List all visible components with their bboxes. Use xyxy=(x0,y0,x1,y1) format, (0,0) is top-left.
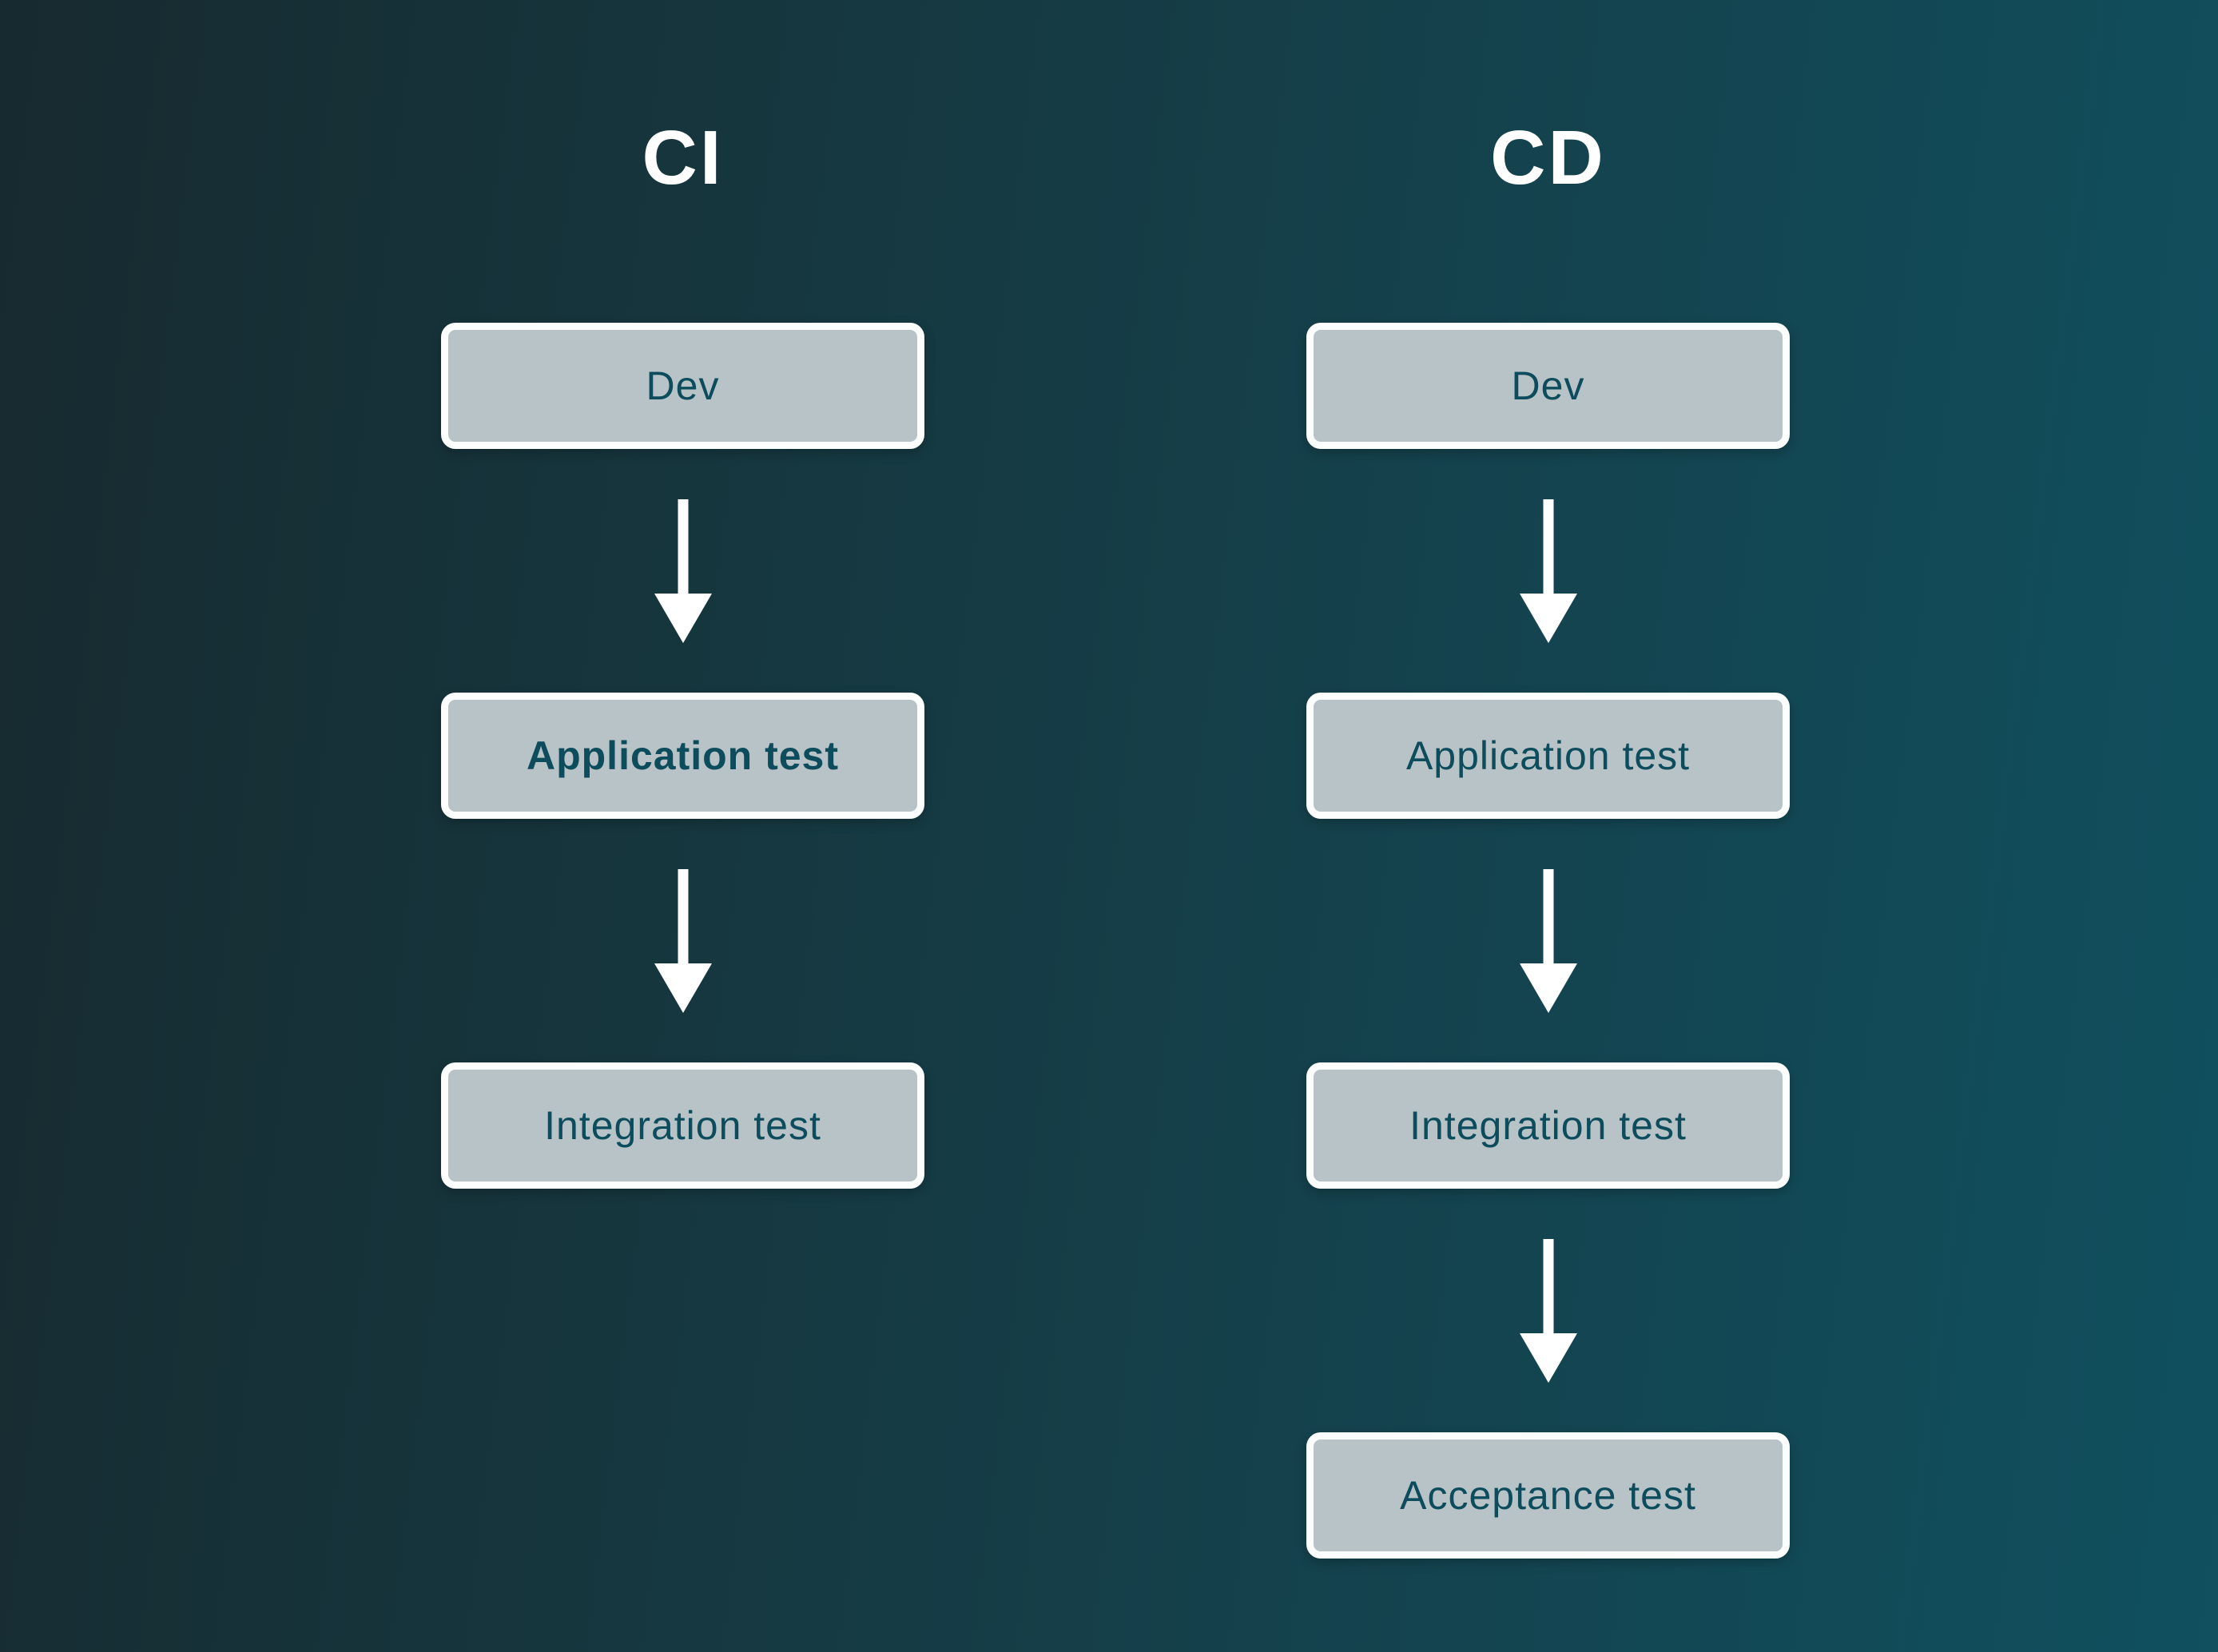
down-arrow-icon xyxy=(654,499,712,643)
arrow-head xyxy=(654,594,712,643)
ci-pipeline-column: CI Dev Application test Integration test xyxy=(441,120,924,1189)
arrow-stem xyxy=(1543,499,1553,597)
down-arrow-icon xyxy=(654,869,712,1013)
ci-column-title: CI xyxy=(642,115,724,201)
down-arrow-icon xyxy=(1519,499,1577,643)
cd-node-acceptance-test: Acceptance test xyxy=(1306,1432,1790,1559)
cd-node-application-test: Application test xyxy=(1306,693,1790,819)
ci-node-integration-test: Integration test xyxy=(441,1062,924,1189)
down-arrow-icon xyxy=(1519,869,1577,1013)
cd-node-dev: Dev xyxy=(1306,323,1790,449)
cd-column-title: CD xyxy=(1490,115,1606,201)
arrow-stem xyxy=(1543,1239,1553,1336)
arrow-stem xyxy=(678,869,688,967)
cd-pipeline-column: CD Dev Application test Integration test… xyxy=(1306,120,1790,1559)
cd-node-acceptance-test-label: Acceptance test xyxy=(1400,1473,1696,1518)
down-arrow-icon xyxy=(1519,1239,1577,1383)
arrow-stem xyxy=(1543,869,1553,967)
ci-node-dev-label: Dev xyxy=(646,363,720,408)
arrow-stem xyxy=(678,499,688,597)
arrow-head xyxy=(654,963,712,1013)
arrow-head xyxy=(1519,1333,1577,1383)
ci-node-integration-test-label: Integration test xyxy=(544,1103,821,1148)
arrow-head xyxy=(1519,963,1577,1013)
cd-node-application-test-label: Application test xyxy=(1405,733,1691,778)
ci-node-application-test-label: Application test xyxy=(526,733,840,778)
ci-node-application-test: Application test xyxy=(441,693,924,819)
ci-node-dev: Dev xyxy=(441,323,924,449)
cd-node-integration-test: Integration test xyxy=(1306,1062,1790,1189)
arrow-head xyxy=(1519,594,1577,643)
cd-node-integration-test-label: Integration test xyxy=(1409,1103,1687,1148)
cd-node-dev-label: Dev xyxy=(1511,363,1585,408)
